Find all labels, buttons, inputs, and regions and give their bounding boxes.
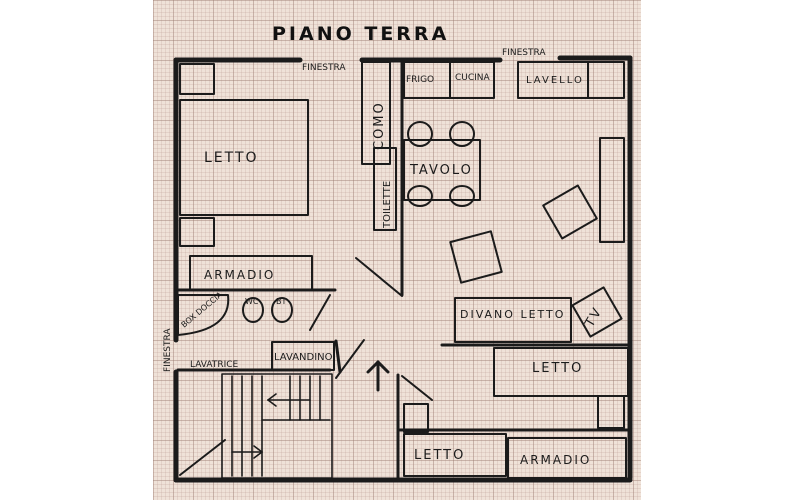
nightstand-bottom [403, 403, 429, 433]
nightstand-right [597, 395, 625, 429]
window-label-top-right: FINESTRA [502, 48, 546, 58]
armchair-right [542, 184, 598, 240]
plan-title: PIANO TERRA [272, 23, 449, 45]
tv-stand [571, 286, 623, 338]
sofa-bed [454, 297, 572, 343]
bed-label-bottom: LETTO [414, 448, 465, 463]
table-label: TAVOLO [409, 163, 473, 178]
double-bed [179, 63, 309, 247]
armchair-center [449, 230, 503, 284]
staircase [221, 373, 333, 479]
wardrobe-top [189, 255, 313, 291]
entrance-arrow-icon [366, 360, 390, 392]
wardrobe-bottom [507, 437, 627, 479]
bathroom [177, 294, 335, 371]
vanity-table [373, 147, 397, 231]
side-cabinet [599, 137, 625, 243]
fridge-label: FRIGO [406, 75, 434, 85]
window-label-left: FINESTRA [163, 328, 173, 372]
bed-right [493, 347, 629, 397]
interior-walls [176, 60, 630, 480]
wardrobe-label-bottom: ARMADIO [520, 453, 591, 467]
door-swings [179, 257, 433, 476]
window-label-top-left: FINESTRA [302, 63, 346, 73]
wc-label: WC [245, 297, 259, 306]
bed-label-right: LETTO [532, 361, 583, 376]
sofa-bed-label: DIVANO LETTO [460, 308, 565, 321]
washer-label: LAVATRICE [190, 360, 239, 370]
sink-label: LAVELLO [526, 75, 584, 86]
dresser-label: COMO [372, 101, 387, 150]
wardrobe-label-top: ARMADIO [204, 268, 275, 282]
kitchen-counter [403, 61, 625, 99]
vanity-label: TOILETTE [382, 181, 393, 229]
bed-bottom [403, 433, 507, 477]
bed-label-master: LETTO [204, 150, 259, 166]
dining-table [403, 121, 481, 207]
graph-paper-sheet [153, 0, 641, 500]
stove-label: CUCINA [455, 73, 491, 83]
washbasin-label: LAVANDINO [274, 352, 333, 363]
dresser [361, 61, 391, 165]
outer-walls [173, 55, 633, 483]
bidet-label: BT [276, 297, 286, 306]
